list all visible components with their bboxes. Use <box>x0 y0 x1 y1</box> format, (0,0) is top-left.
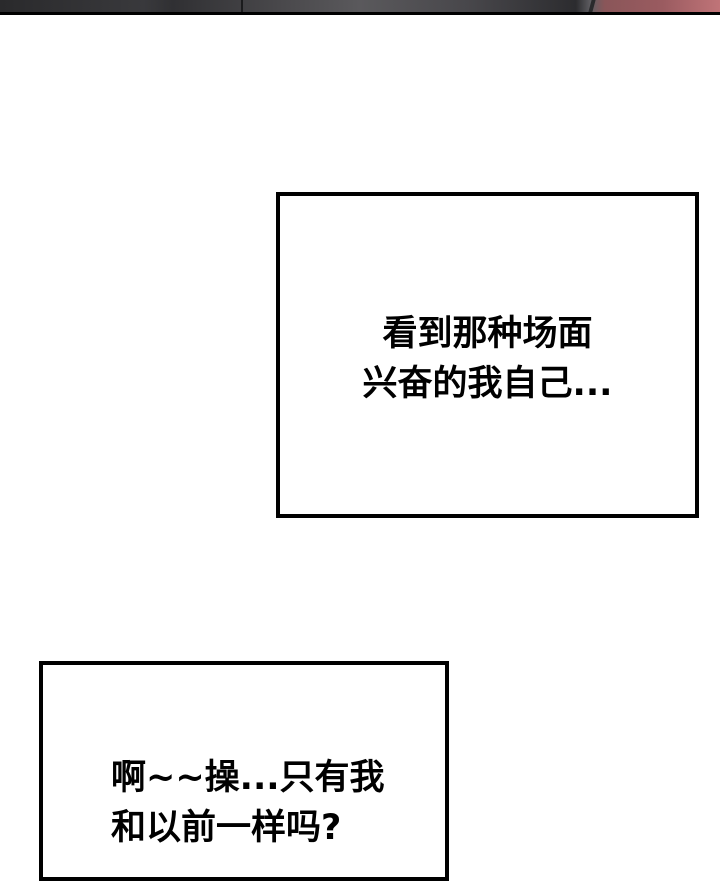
caption-line: 和以前一样吗? <box>111 808 342 848</box>
caption-line: 啊~~操...只有我 <box>111 758 385 798</box>
panel-art-detail <box>241 0 243 12</box>
caption-text: 看到那种场面 兴奋的我自己... <box>363 309 613 409</box>
caption-line: 看到那种场面 <box>382 314 593 354</box>
panel-art-detail <box>588 0 596 12</box>
caption-line: 兴奋的我自己... <box>362 364 613 404</box>
caption-text: 啊~~操...只有我 和以前一样吗? <box>111 753 385 853</box>
narration-caption-box-2: 啊~~操...只有我 和以前一样吗? <box>39 661 449 881</box>
narration-caption-box-1: 看到那种场面 兴奋的我自己... <box>276 192 699 518</box>
previous-panel-art-strip <box>0 0 720 12</box>
panel-border <box>0 12 720 15</box>
